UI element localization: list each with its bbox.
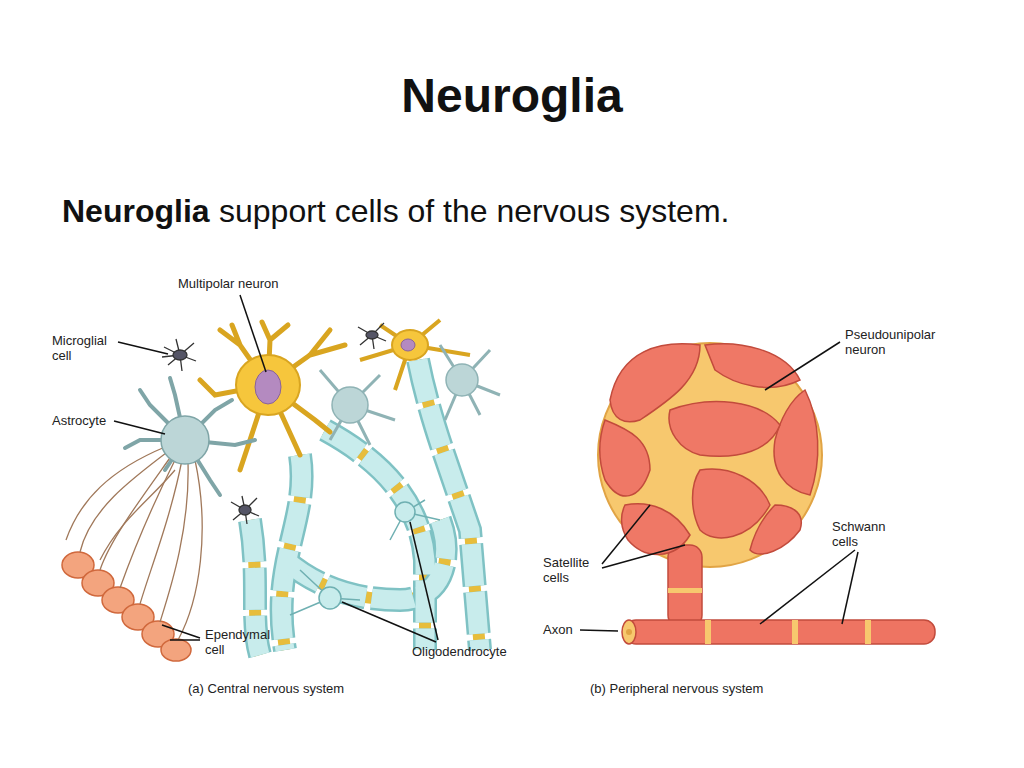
lead-term: Neuroglia [62,193,210,230]
slide-title: Neuroglia [0,68,1024,123]
callout-label: Schwann cells [832,520,892,550]
callout-label: Multipolar neuron [178,277,278,292]
callout-label: Ependymal cell [205,628,275,658]
lead-text: support cells of the nervous system. [219,193,729,230]
microglial-cells [162,323,386,524]
ependymal-cells [62,552,191,661]
callout-label: Astrocyte [52,414,106,429]
multipolar-neuron [200,322,345,470]
satellite-cells [600,344,818,555]
astrocytes-background [320,345,500,445]
astrocyte [125,378,255,495]
callout-label: Microglial cell [52,334,118,364]
oligodendrocyte-bodies [290,500,440,615]
pseudounipolar-neuron [598,343,935,644]
callout-label: Oligodendrocyte [412,645,507,660]
callout-label: Axon [543,623,573,638]
panel-caption: (a) Central nervous system [188,682,344,697]
astrocyte-processes [66,447,202,640]
panel-caption: (b) Peripheral nervous system [590,682,763,697]
callout-label: Pseudounipolar neuron [845,328,940,358]
leader-lines [114,295,858,642]
callout-label: Satellite cells [543,556,599,586]
